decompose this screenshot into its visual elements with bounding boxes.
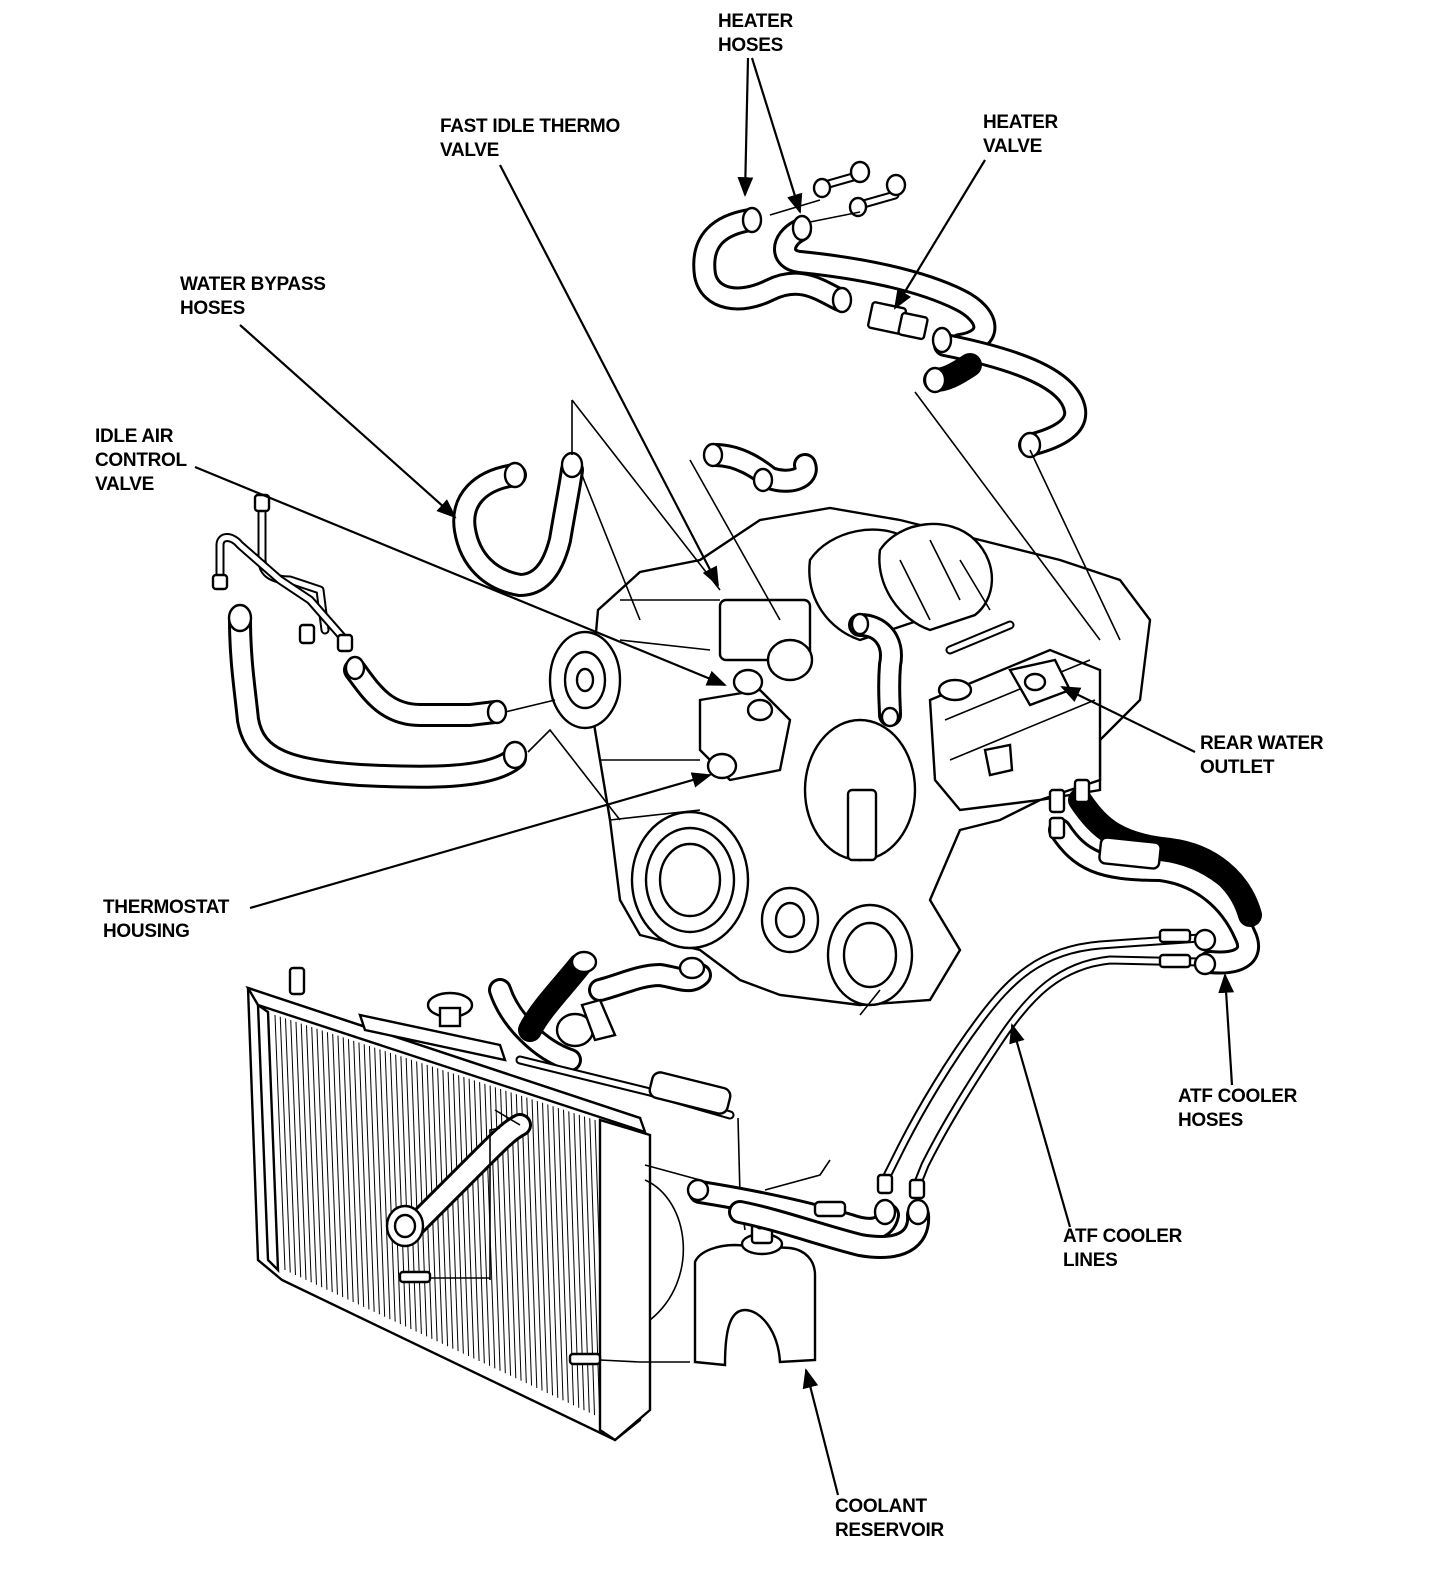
radiator-fin <box>311 1027 323 1288</box>
radiator-fin <box>468 1078 480 1362</box>
label-water-bypass-hoses: WATER BYPASS HOSES <box>180 274 326 319</box>
heater-valve <box>867 301 929 341</box>
radiator-fin <box>463 1076 475 1359</box>
radiator-fin <box>400 1056 412 1330</box>
label-fast-idle-thermo-valve: FAST IDLE THERMO VALVE <box>440 116 620 161</box>
svg-text:WATER BYPASS: WATER BYPASS <box>180 274 326 295</box>
radiator-fin <box>515 1094 527 1384</box>
svg-text:CONTROL: CONTROL <box>95 450 188 471</box>
upper-radiator-hose <box>488 950 746 1231</box>
radiator-fin <box>557 1107 569 1403</box>
label-heater-valve: HEATER VALVE <box>983 112 1059 157</box>
svg-text:OUTLET: OUTLET <box>1200 757 1275 778</box>
atf-cooler-lines <box>686 933 1205 1259</box>
radiator-fin <box>552 1106 564 1401</box>
radiator-fin <box>442 1070 454 1349</box>
svg-text:HOSES: HOSES <box>1178 1110 1243 1131</box>
label-atf-cooler-lines: ATF COOLER LINES <box>1063 1226 1183 1271</box>
radiator-fin <box>416 1061 428 1337</box>
radiator-fin <box>458 1075 470 1357</box>
radiator-fin <box>379 1049 391 1320</box>
heater-hoses <box>692 160 1088 459</box>
radiator-fin <box>521 1095 533 1386</box>
svg-text:RESERVOIR: RESERVOIR <box>835 1520 944 1541</box>
radiator-fin <box>405 1058 417 1332</box>
radiator-fin <box>358 1042 370 1310</box>
radiator-fin <box>305 1025 317 1285</box>
svg-text:HEATER: HEATER <box>983 112 1058 133</box>
radiator-fin <box>363 1044 375 1312</box>
svg-text:HEATER: HEATER <box>718 11 793 32</box>
radiator-fin <box>316 1028 328 1290</box>
svg-text:LINES: LINES <box>1063 1250 1117 1271</box>
radiator-fin <box>337 1035 349 1300</box>
radiator-fin <box>279 1016 291 1273</box>
radiator-fin <box>589 1118 601 1418</box>
engine-block <box>548 506 1152 1007</box>
svg-text:VALVE: VALVE <box>440 140 499 161</box>
radiator-fin <box>347 1039 359 1305</box>
radiator-fin <box>326 1032 338 1295</box>
label-thermostat-housing: THERMOSTAT HOUSING <box>103 897 230 942</box>
radiator-fin <box>410 1059 422 1334</box>
radiator-fin <box>332 1033 344 1298</box>
leader-lines <box>194 57 1235 1496</box>
radiator-fin <box>584 1116 596 1416</box>
label-heater-hoses: HEATER HOSES <box>718 11 794 56</box>
radiator-fin <box>452 1073 464 1354</box>
svg-text:THERMOSTAT: THERMOSTAT <box>103 897 230 918</box>
radiator-fin <box>547 1104 559 1398</box>
radiator-fin <box>389 1052 401 1325</box>
radiator-fin <box>290 1020 302 1278</box>
left-bypass-pipes <box>211 493 621 821</box>
svg-text:HOSES: HOSES <box>180 298 245 319</box>
svg-text:FAST IDLE THERMO: FAST IDLE THERMO <box>440 116 620 137</box>
label-atf-cooler-hoses: ATF COOLER HOSES <box>1178 1086 1298 1131</box>
radiator-fin <box>295 1021 307 1280</box>
svg-text:VALVE: VALVE <box>95 474 154 495</box>
atf-cooler-hoses <box>1048 778 1262 976</box>
radiator-fin <box>284 1018 296 1275</box>
label-coolant-reservoir: COOLANT RESERVOIR <box>835 1496 945 1541</box>
alignment-lines <box>430 391 1121 1363</box>
radiator-fin <box>321 1030 333 1293</box>
radiator-fin <box>473 1080 485 1364</box>
svg-text:ATF COOLER: ATF COOLER <box>1063 1226 1183 1247</box>
label-idle-air-control-valve: IDLE AIR CONTROL VALVE <box>95 426 188 495</box>
water-bypass-hoses <box>452 399 721 597</box>
upper-engine-hoses <box>702 442 903 728</box>
radiator-fin <box>300 1023 312 1283</box>
svg-text:COOLANT: COOLANT <box>835 1496 928 1517</box>
svg-text:IDLE AIR: IDLE AIR <box>95 426 174 447</box>
radiator-fin <box>542 1102 554 1396</box>
label-rear-water-outlet: REAR WATER OUTLET <box>1200 733 1324 778</box>
radiator-fin <box>374 1047 386 1317</box>
radiator-fin <box>526 1097 538 1389</box>
radiator-fin <box>479 1082 491 1366</box>
radiator-fin <box>368 1045 380 1315</box>
radiator <box>245 966 684 1442</box>
svg-text:REAR WATER: REAR WATER <box>1200 733 1324 754</box>
svg-text:ATF COOLER: ATF COOLER <box>1178 1086 1298 1107</box>
svg-text:HOUSING: HOUSING <box>103 921 190 942</box>
radiator-fin <box>384 1051 396 1322</box>
radiator-fin <box>274 1014 286 1271</box>
coolant-reservoir <box>693 1159 831 1367</box>
radiator-fin <box>353 1040 365 1307</box>
radiator-fin <box>447 1071 459 1352</box>
svg-text:HOSES: HOSES <box>718 35 783 56</box>
radiator-fin <box>536 1101 548 1393</box>
svg-text:VALVE: VALVE <box>983 136 1042 157</box>
radiator-fin <box>342 1037 354 1302</box>
radiator-fin <box>531 1099 543 1391</box>
